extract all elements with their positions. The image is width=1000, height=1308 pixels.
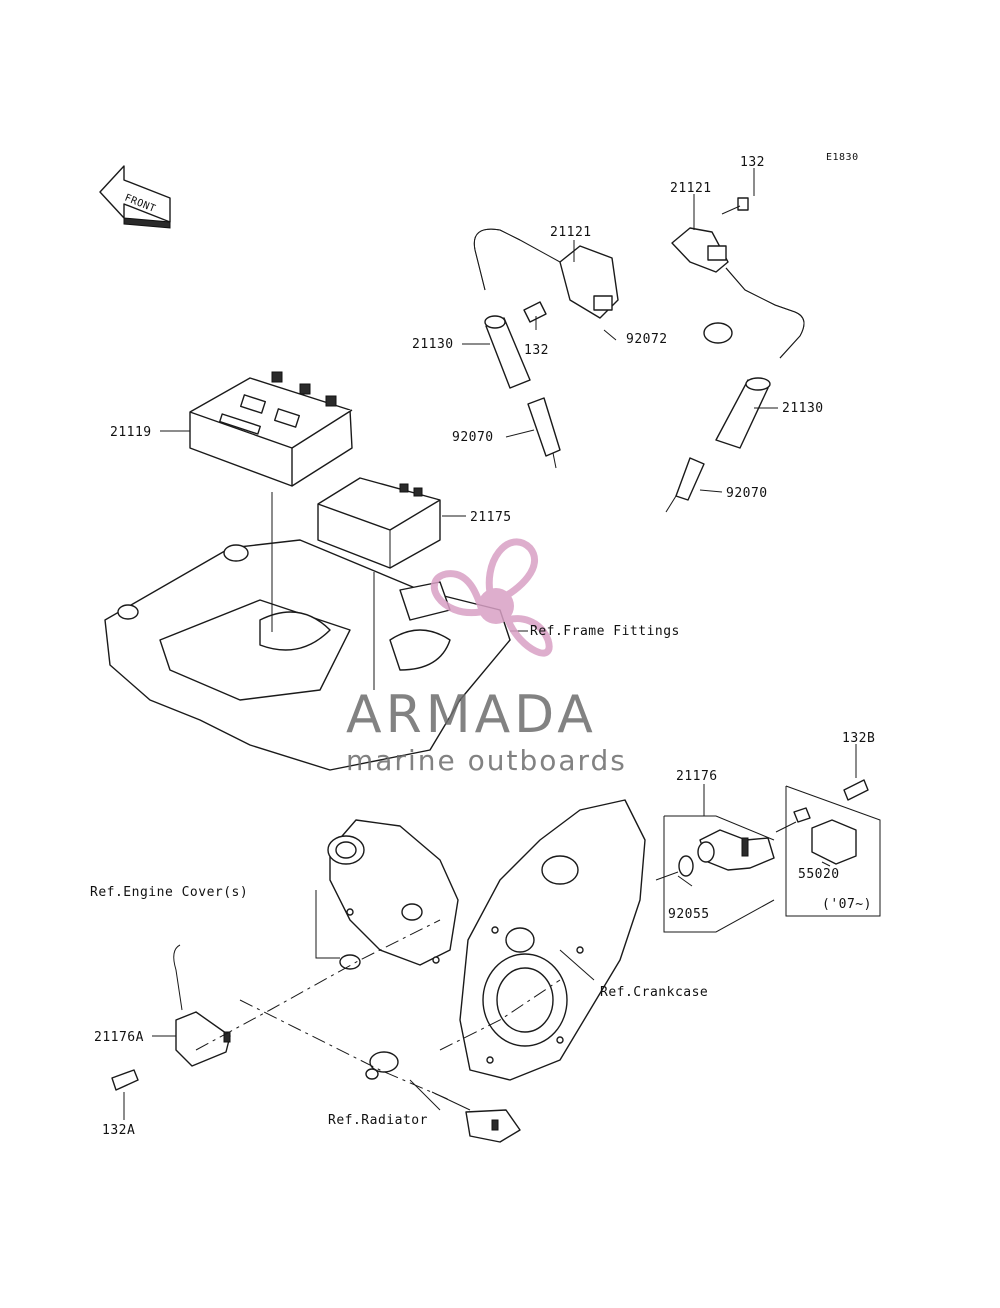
propeller-logo-icon — [430, 538, 553, 657]
ignition-coil-left — [473, 228, 619, 319]
label-21176: 21176 — [676, 769, 718, 784]
ref-crankcase: Ref.Crankcase — [600, 985, 708, 1000]
label-92072: 92072 — [626, 332, 668, 347]
label-21121-left: 21121 — [550, 225, 592, 240]
ignition-coil-right — [671, 227, 805, 359]
crank-sensor — [697, 829, 775, 871]
label-132-top: 132 — [740, 155, 765, 170]
diagram-code: E1830 — [826, 152, 859, 163]
label-21130-left: 21130 — [412, 337, 454, 352]
ecu-unit — [189, 371, 353, 487]
label-92055: 92055 — [668, 907, 710, 922]
ref-radiator: Ref.Radiator — [328, 1113, 428, 1128]
radiator-clip — [365, 1051, 399, 1080]
watermark-tagline: marine outboards — [346, 744, 627, 777]
label-21175: 21175 — [470, 510, 512, 525]
ref-engine-cover: Ref.Engine Cover(s) — [90, 885, 248, 900]
label-132-mid: 132 — [524, 343, 549, 358]
frame-tray — [104, 539, 511, 771]
ref-frame-fittings: Ref.Frame Fittings — [530, 624, 680, 639]
label-21130-right: 21130 — [782, 401, 824, 416]
bolt-132A — [111, 1069, 139, 1091]
label-55020: 55020 — [798, 867, 840, 882]
engine-cover — [327, 819, 459, 966]
spark-plug-left — [527, 397, 561, 469]
spark-plug-right — [665, 457, 705, 513]
armada-watermark: ARMADA marine outboards — [346, 538, 627, 777]
regulator-unit — [317, 477, 441, 569]
bolt-132-top — [721, 197, 749, 215]
watermark-brand: ARMADA — [346, 685, 597, 745]
label-92070-right: 92070 — [726, 486, 768, 501]
bolt-132B — [843, 779, 869, 801]
plug-cap-right — [715, 377, 771, 449]
label-21121-right: 21121 — [670, 181, 712, 196]
label-21176A: 21176A — [94, 1030, 144, 1045]
label-21119: 21119 — [110, 425, 152, 440]
o-ring-92055 — [678, 855, 694, 877]
front-arrow-icon: FRONT — [99, 165, 171, 229]
plug-cap-left — [484, 315, 531, 389]
o-ring-cover — [339, 954, 361, 970]
label-132A: 132A — [102, 1123, 135, 1138]
label-07-note: ('07~) — [822, 897, 872, 912]
cam-sensor — [173, 944, 231, 1067]
bolt-132-mid — [523, 301, 547, 323]
plate-55020 — [793, 807, 857, 865]
crankcase — [459, 799, 646, 1081]
label-92070-left: 92070 — [452, 430, 494, 445]
radiator-connector — [431, 1091, 521, 1143]
label-132B: 132B — [842, 731, 875, 746]
